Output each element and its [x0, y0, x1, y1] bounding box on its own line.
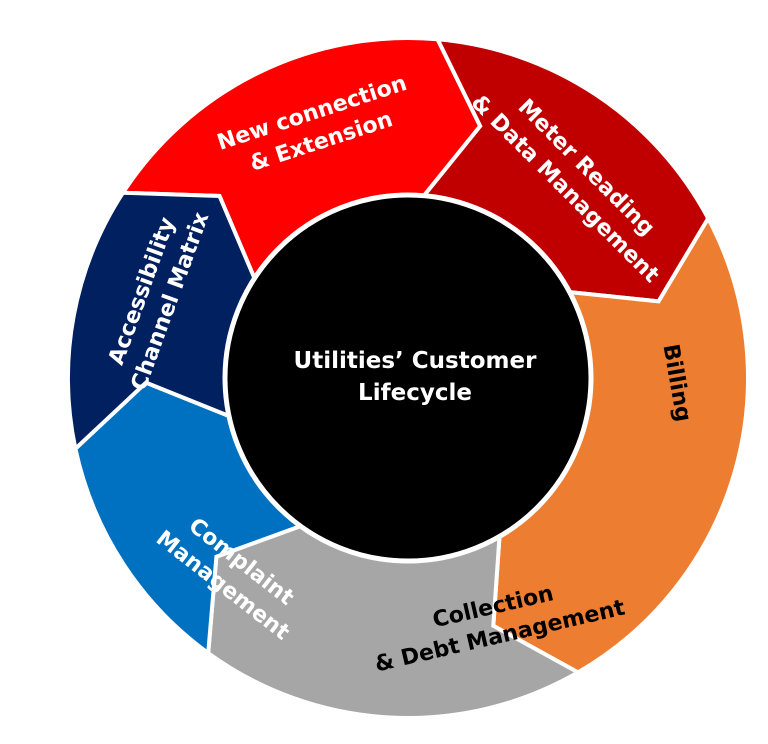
center-title-line2: Lifecycle: [358, 380, 472, 406]
segments-layer: [65, 36, 750, 720]
center-circle: [222, 192, 594, 564]
center-title-line1: Utilities’ Customer: [294, 348, 538, 374]
